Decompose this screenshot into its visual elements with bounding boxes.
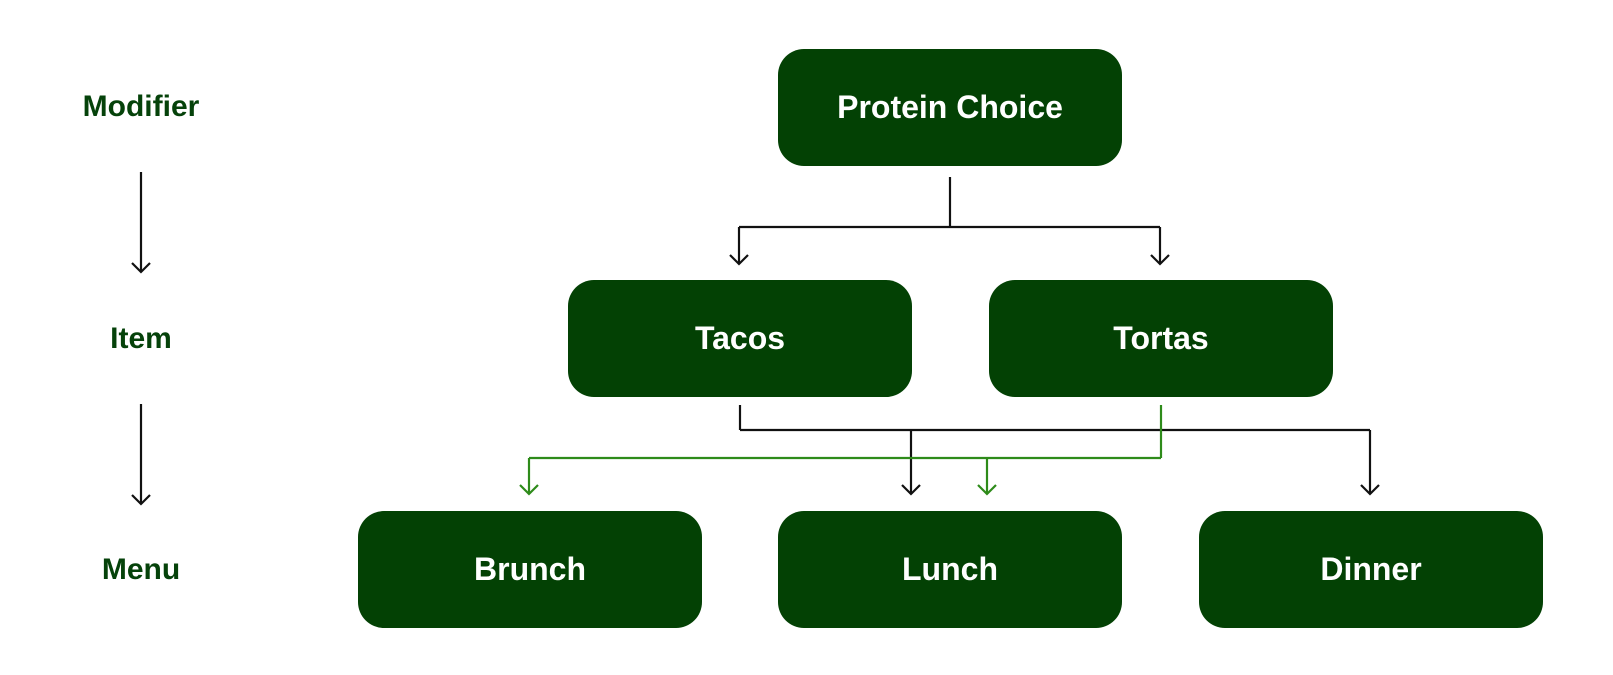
level-arrow-item-to-menu [131, 404, 151, 506]
level-label-modifier: Modifier [82, 90, 200, 123]
node-dinner: Dinner [1199, 511, 1543, 628]
level-label-item: Item [110, 322, 172, 355]
node-lunch: Lunch [778, 511, 1122, 628]
node-tortas: Tortas [989, 280, 1333, 397]
edge-tacos-to-menus [738, 405, 1380, 496]
level-arrow-modifier-to-item [131, 172, 151, 274]
level-label-menu: Menu [101, 553, 181, 586]
arrowhead-tacos-to-lunch [901, 484, 921, 496]
arrowhead-to-tacos [729, 254, 749, 266]
node-tacos: Tacos [568, 280, 912, 397]
edge-tortas-to-menus [519, 405, 1163, 496]
arrowhead-tortas-to-lunch [977, 484, 997, 496]
edge-protein-choice-to-items [729, 177, 1170, 266]
arrowhead-tacos-to-dinner [1360, 484, 1380, 496]
arrowhead-to-tortas [1150, 254, 1170, 266]
node-brunch: Brunch [358, 511, 702, 628]
arrowhead-tortas-to-brunch [519, 484, 539, 496]
node-protein-choice: Protein Choice [778, 49, 1122, 166]
